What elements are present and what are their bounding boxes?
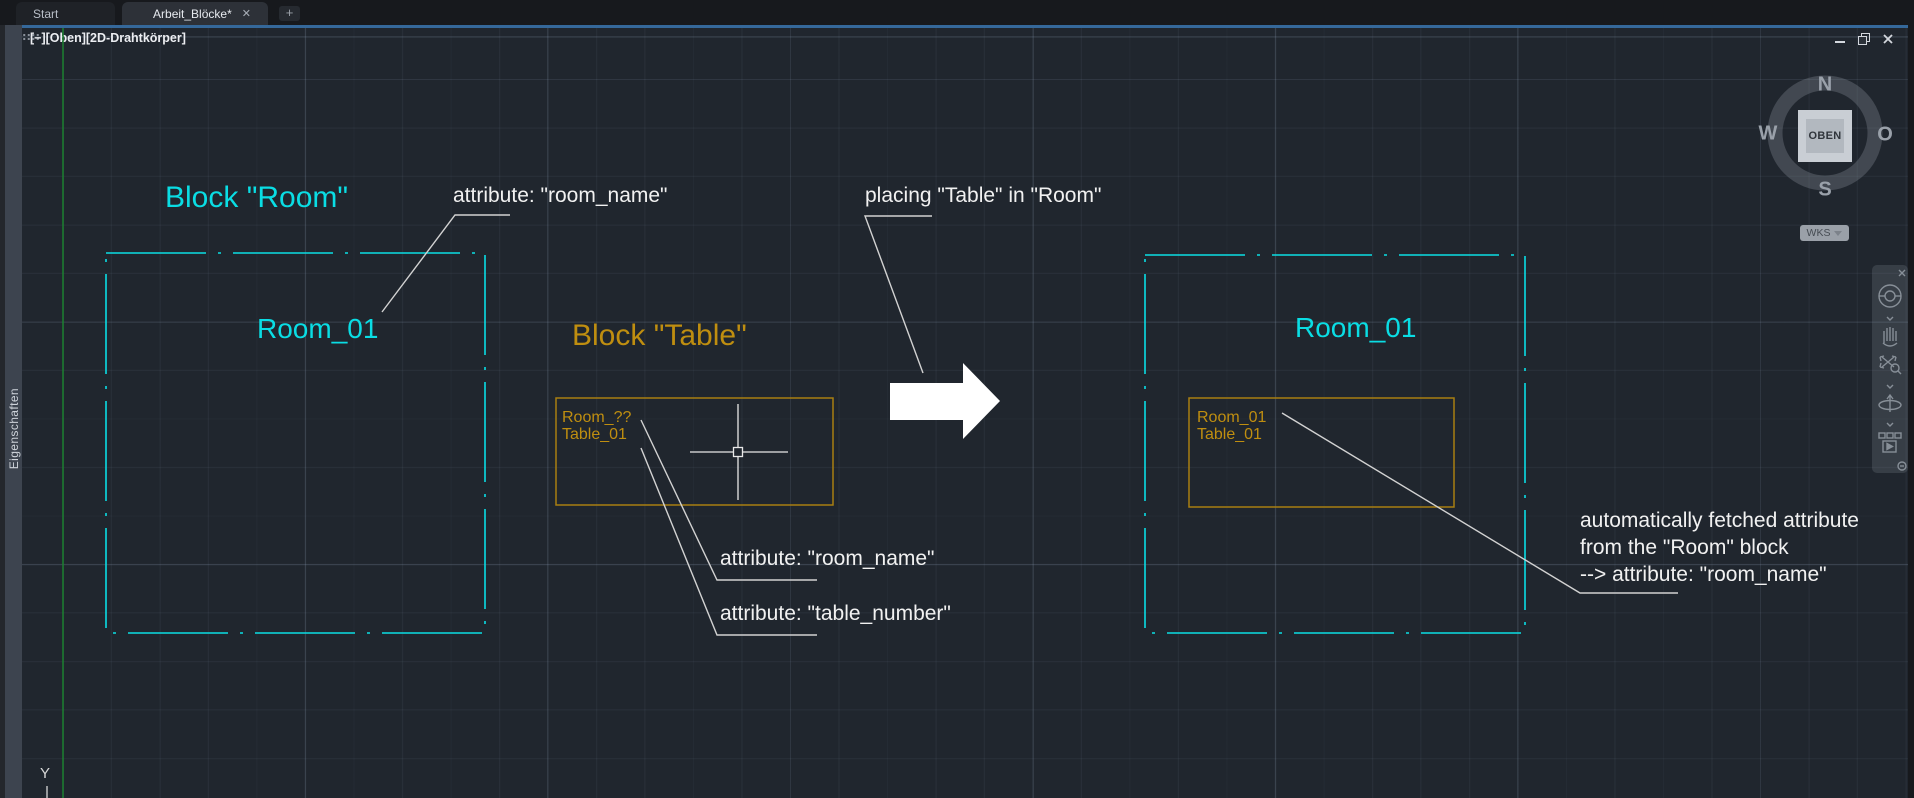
y-axis-label: Y <box>40 765 51 782</box>
tab-start-label: Start <box>33 6 59 21</box>
wcs-label: WKS <box>1806 227 1831 239</box>
annotation-placing[interactable]: placing "Table" in "Room" <box>865 184 1102 207</box>
properties-palette-collapsed[interactable]: Eigenschaften <box>0 25 22 798</box>
table-left-attr-table[interactable]: Table_01 <box>562 426 627 443</box>
new-tab-button[interactable]: + <box>279 6 300 21</box>
table-block-title[interactable]: Block "Table" <box>572 319 747 352</box>
fetched-line-3: --> attribute: "room_name" <box>1580 563 1827 586</box>
crosshair-cursor <box>690 404 788 500</box>
viewcube-south[interactable]: S <box>1818 178 1832 201</box>
minimize-icon[interactable] <box>1834 32 1847 45</box>
table-right-attr-table[interactable]: Table_01 <box>1197 426 1262 443</box>
viewcube-east[interactable]: O <box>1877 123 1893 146</box>
viewcube-top-face[interactable]: OBEN <box>1798 110 1852 162</box>
annotation-attr-table-number[interactable]: attribute: "table_number" <box>720 602 951 625</box>
table-left-attr-room[interactable]: Room_?? <box>562 409 632 426</box>
viewport-controls[interactable]: [−][Oben][2D-Drahtkörper] <box>30 31 186 45</box>
annotation-attr-room-name-top[interactable]: attribute: "room_name" <box>453 184 668 207</box>
viewcube-west[interactable]: W <box>1758 122 1778 145</box>
navigation-bar[interactable] <box>1872 265 1908 473</box>
leader-placing[interactable] <box>863 215 932 374</box>
leader-attr-room-name-bottom[interactable] <box>640 419 817 581</box>
navbar-chevron-icon-3[interactable] <box>1886 422 1894 427</box>
navbar-pan-hand-icon[interactable] <box>1882 327 1898 347</box>
navbar-menu-icon[interactable] <box>1897 461 1907 471</box>
tab-arbeit-bloecke-label: Arbeit_Blöcke* <box>153 6 232 21</box>
wcs-dropdown[interactable]: WKS <box>1800 225 1849 241</box>
navbar-close-icon[interactable] <box>1898 269 1906 277</box>
file-tab-bar: Start Arbeit_Blöcke* ✕ + <box>0 0 1914 25</box>
palette-grip-icon[interactable] <box>22 33 40 41</box>
table-right-attributes[interactable]: Room_01 Table_01 <box>1197 409 1266 443</box>
leader-fetched-attribute[interactable] <box>1281 412 1678 594</box>
room-left-instance-label[interactable]: Room_01 <box>257 313 379 344</box>
drawing-geometry <box>46 28 1907 798</box>
viewcube-top-face-inner: OBEN <box>1806 119 1844 153</box>
fetched-line-2: from the "Room" block <box>1580 536 1789 559</box>
close-icon[interactable] <box>1882 32 1895 45</box>
tab-start[interactable]: Start <box>16 2 115 25</box>
restore-icon[interactable] <box>1858 32 1871 45</box>
navigation-bar-icons <box>1878 269 1907 471</box>
tab-close-icon[interactable]: ✕ <box>241 8 251 20</box>
table-block-rect-right[interactable] <box>1188 397 1455 508</box>
table-block-rect-left[interactable] <box>555 397 834 506</box>
table-right-attr-room[interactable]: Room_01 <box>1197 409 1267 426</box>
table-left-attributes[interactable]: Room_?? Table_01 <box>562 409 631 443</box>
leader-attr-table-number[interactable] <box>640 447 817 636</box>
room-block-rect-right[interactable] <box>1144 254 1526 634</box>
window-controls <box>1834 32 1895 45</box>
navbar-showmotion-icon[interactable] <box>1878 432 1902 453</box>
tab-arbeit-bloecke[interactable]: Arbeit_Blöcke* ✕ <box>122 2 268 25</box>
annotation-fetched-attribute[interactable]: automatically fetched attribute from the… <box>1580 507 1859 588</box>
viewcube-north[interactable]: N <box>1817 73 1833 96</box>
fetched-line-1: automatically fetched attribute <box>1580 509 1859 532</box>
room-block-rect-left[interactable] <box>105 252 486 634</box>
navbar-chevron-icon[interactable] <box>1886 316 1894 321</box>
viewcube-ring[interactable] <box>1767 75 1883 191</box>
room-block-title[interactable]: Block "Room" <box>165 181 349 214</box>
navbar-steering-wheel-icon[interactable] <box>1878 284 1902 308</box>
navbar-chevron-icon-2[interactable] <box>1886 384 1894 389</box>
properties-palette-title[interactable]: Eigenschaften <box>7 388 21 470</box>
annotation-attr-room-name-bottom[interactable]: attribute: "room_name" <box>720 547 935 570</box>
navbar-orbit-icon[interactable] <box>1878 393 1902 412</box>
drawing-canvas[interactable]: [−][Oben][2D-Drahtkörper] <box>22 25 1908 798</box>
room-right-instance-label[interactable]: Room_01 <box>1295 312 1417 343</box>
leader-attr-room-name-top[interactable] <box>381 214 510 313</box>
viewcube-top-face-label: OBEN <box>1808 130 1842 142</box>
placement-arrow[interactable] <box>890 363 1000 439</box>
wcs-dropdown-arrow-icon <box>1834 230 1843 236</box>
navbar-zoom-icon[interactable] <box>1879 355 1902 375</box>
